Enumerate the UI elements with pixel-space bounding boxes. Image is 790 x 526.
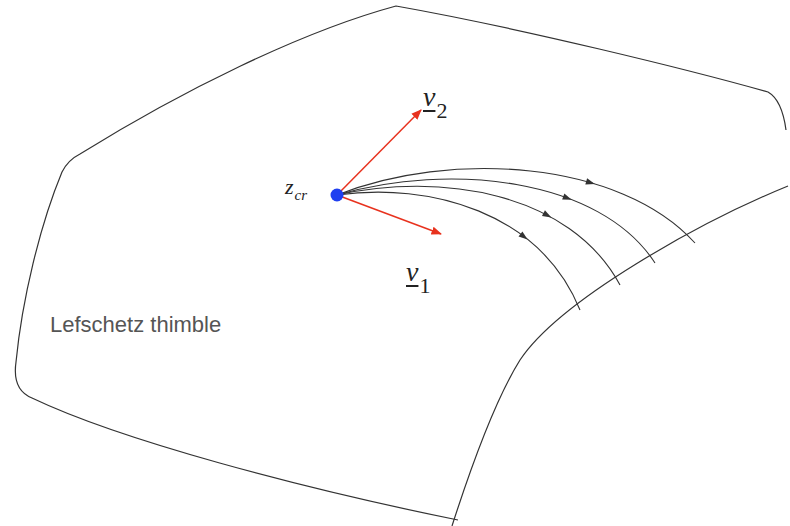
surface-label: Lefschetz thimble — [50, 314, 221, 336]
flow-arrowhead — [585, 178, 595, 187]
flow-arrowhead — [562, 193, 573, 202]
vector-name: v — [423, 83, 435, 111]
flow-arrowhead — [542, 210, 553, 220]
tangent-vector — [337, 195, 441, 234]
surface-edge — [15, 362, 458, 520]
flow-line — [337, 186, 620, 285]
point-subscript: cr — [295, 188, 308, 203]
flow-arrowhead — [519, 232, 530, 243]
point-name: z — [285, 176, 294, 198]
surface-edge — [16, 6, 786, 362]
vector-name: v — [406, 258, 418, 286]
flow-line — [337, 179, 655, 263]
vector-subscript: 1 — [419, 275, 430, 297]
flow-line — [337, 192, 580, 310]
tangent-vector — [337, 110, 421, 195]
flow-line — [337, 169, 695, 243]
boundary-curve — [452, 186, 788, 526]
critical-point — [331, 189, 344, 202]
vector-subscript: 2 — [436, 100, 447, 122]
flow-lines — [337, 169, 695, 310]
